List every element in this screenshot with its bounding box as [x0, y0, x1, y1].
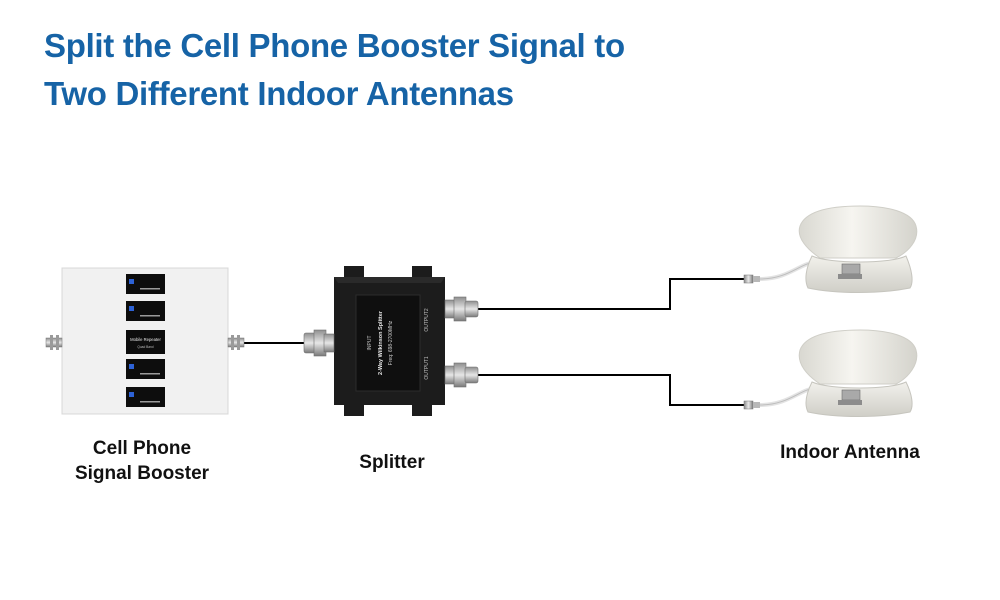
booster-outdoor-port — [45, 335, 63, 350]
antenna-top-mount-nut — [841, 263, 861, 275]
splitter-mount-ear-top-left — [344, 266, 364, 280]
booster-indoor-port — [227, 335, 245, 350]
booster-label: Cell Phone Signal Booster — [52, 436, 232, 486]
splitter-mount-ear-bottom-right — [412, 402, 432, 416]
splitter-model-marking: 2-Way Wilkinson Splitter — [378, 310, 384, 375]
antenna-bottom-dome — [798, 329, 918, 385]
splitter-output2-port — [444, 296, 479, 322]
booster-label-line-2: Signal Booster — [74, 463, 210, 484]
title-line-2: Two Different Indoor Antennas — [44, 75, 514, 112]
antenna-bottom-mount-nut — [841, 389, 861, 401]
booster-label-line-1: Cell Phone — [92, 438, 192, 459]
antenna-label: Indoor Antenna — [780, 442, 920, 463]
splitter-label-plate — [355, 294, 421, 392]
antenna-bottom-connector — [743, 400, 760, 410]
splitter-output1-marking: OUTPUT1 — [424, 356, 430, 380]
splitter-mount-ear-bottom-left — [344, 402, 364, 416]
booster-center-sublabel: Quad Band — [137, 345, 153, 349]
splitter-input-port — [303, 329, 335, 357]
splitter-mount-ear-top-right — [412, 266, 432, 280]
booster-lcd-displays: Mobile Repeater Quad Band — [126, 274, 165, 407]
splitter-output1-port — [444, 362, 479, 388]
splitter-freq-marking: Freq: 698-2700MHz — [388, 320, 394, 365]
indoor-antenna-bottom — [743, 329, 918, 417]
cable-output2-to-antenna-top — [478, 278, 746, 310]
indoor-antenna-top — [743, 205, 918, 293]
splitter-output2-marking: OUTPUT2 — [424, 308, 430, 332]
splitter-label: Splitter — [359, 452, 425, 473]
splitter-input-marking: INPUT — [367, 336, 373, 351]
page-title: Split the Cell Phone Booster Signal to T… — [44, 22, 625, 118]
antenna-top-dome — [798, 205, 918, 259]
antenna-top-connector — [743, 274, 760, 284]
booster-center-label: Mobile Repeater — [130, 337, 161, 342]
cable-output1-to-antenna-bottom — [478, 374, 746, 406]
splitter: INPUT 2-Way Wilkinson Splitter Freq: 698… — [303, 266, 479, 416]
signal-booster: Mobile Repeater Quad Band — [45, 267, 245, 415]
coax-cables — [241, 278, 746, 406]
lcd-display-center — [126, 330, 165, 354]
title-line-1: Split the Cell Phone Booster Signal to — [44, 27, 625, 64]
